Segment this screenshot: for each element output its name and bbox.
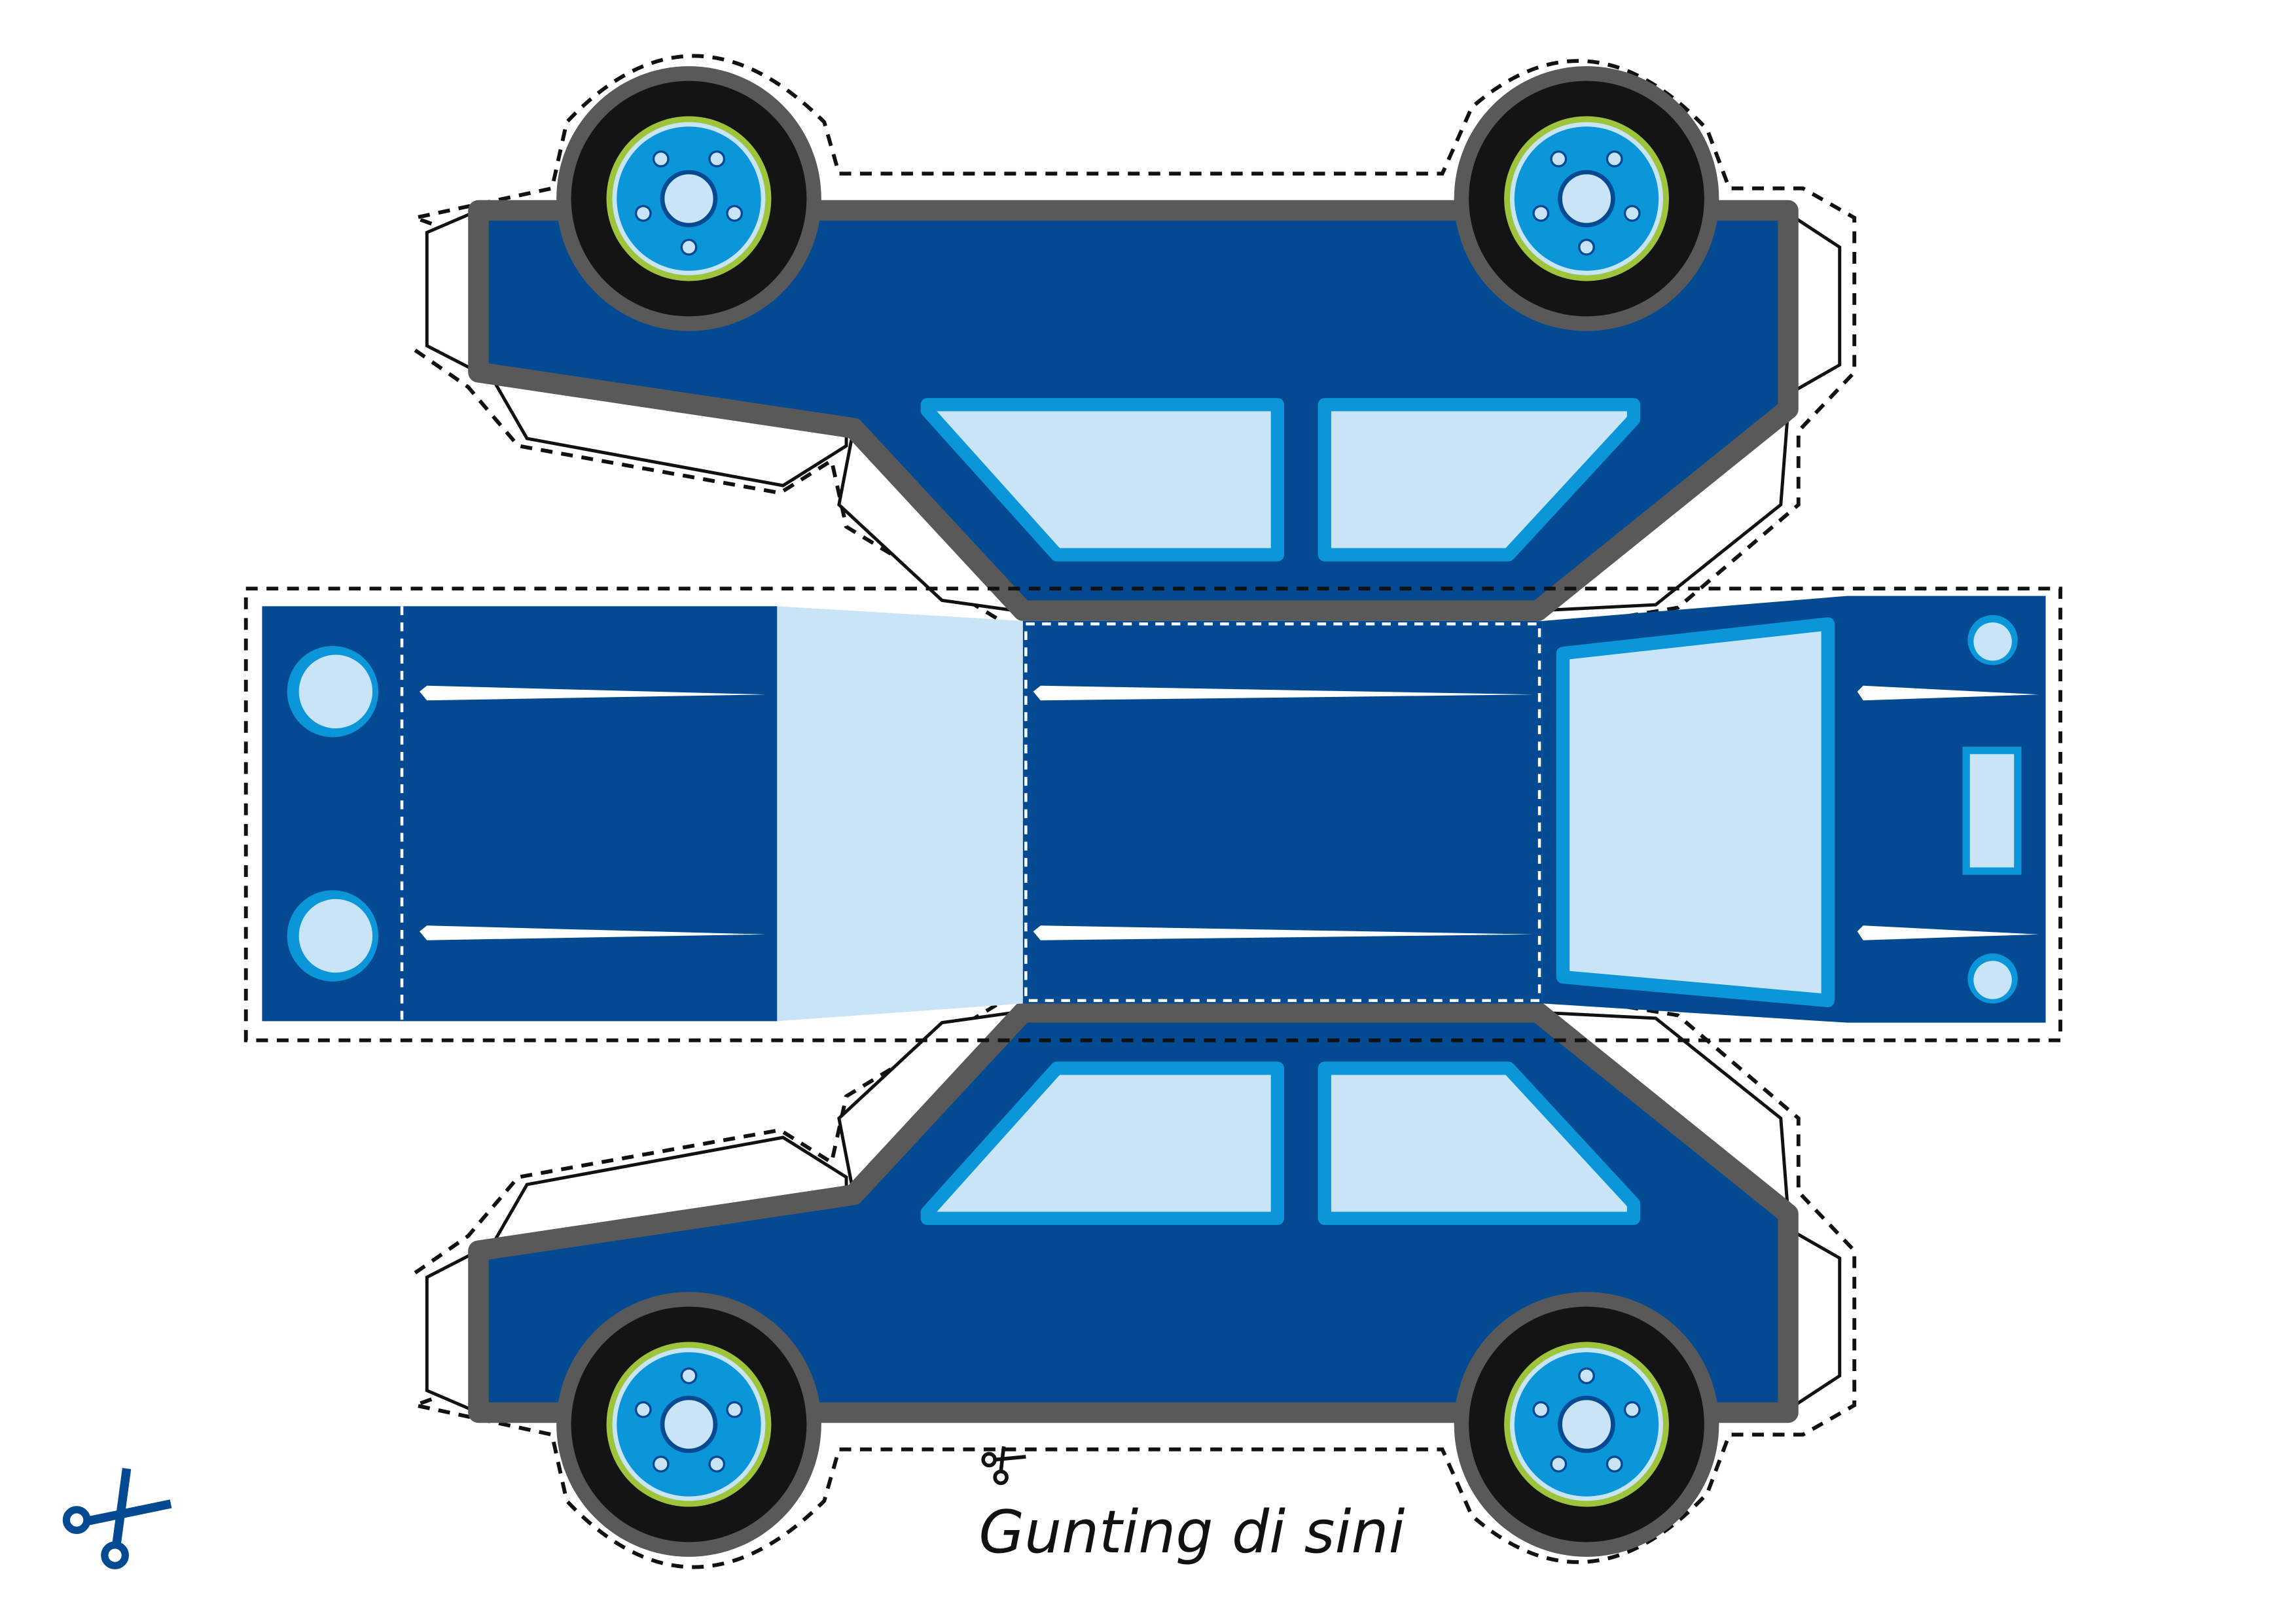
license-plate	[1962, 747, 2022, 875]
roof-panel	[1022, 620, 1543, 1004]
strip-cut-line	[243, 586, 2062, 1043]
door-lines	[420, 685, 2039, 940]
scissors-icon	[62, 1468, 172, 1569]
windshield	[777, 606, 1023, 1022]
scissors-icon	[981, 1446, 1026, 1486]
car-side-bottom	[415, 993, 1854, 1567]
car-top-strip	[243, 586, 2062, 1043]
cut-here-label: Gunting di sini	[978, 1499, 1405, 1567]
car-side-top	[415, 56, 1854, 630]
